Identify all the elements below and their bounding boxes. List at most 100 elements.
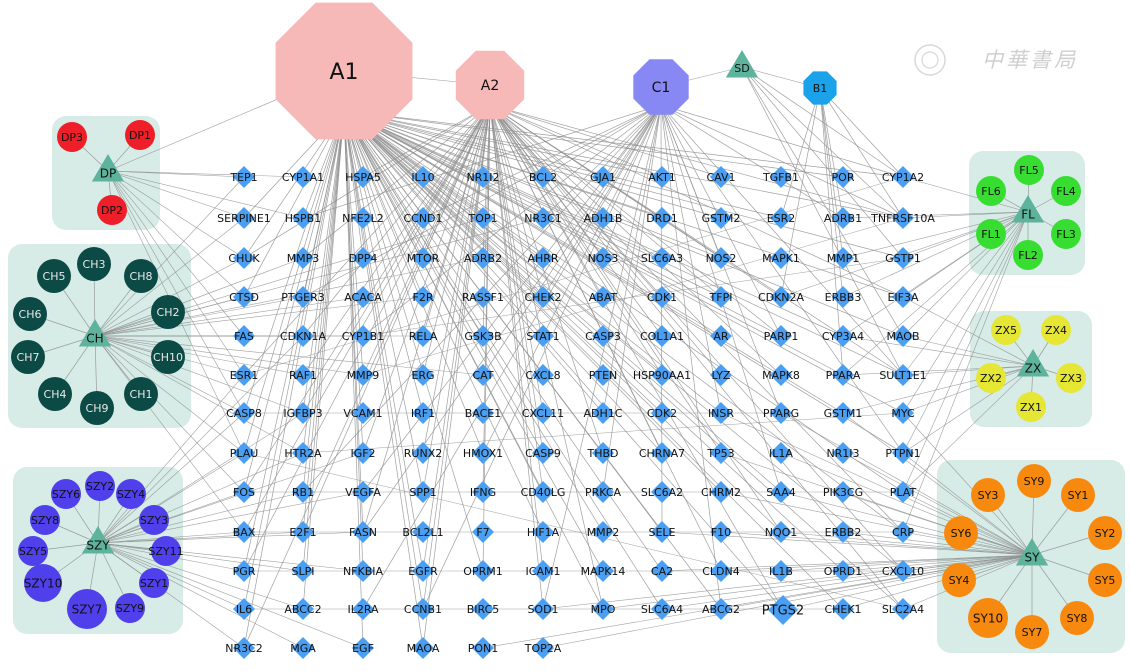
gene-node-nqo1[interactable]: NQO1 [765, 521, 798, 543]
gene-node-nr1i2[interactable]: NR1I2 [466, 166, 500, 188]
cluster-center-zx[interactable]: ZX [1016, 349, 1050, 377]
gene-node-f10[interactable]: F10 [710, 521, 732, 543]
gene-node-lyz[interactable]: LYZ [710, 364, 732, 386]
gene-node-nfkbia[interactable]: NFKBIA [343, 560, 384, 582]
gene-node-myc[interactable]: MYC [891, 402, 915, 424]
gene-node-mtor[interactable]: MTOR [407, 247, 440, 269]
cluster-member-sy6[interactable]: SY6 [944, 516, 978, 550]
cluster-member-zx2[interactable]: ZX2 [976, 363, 1006, 393]
gene-node-col1a1[interactable]: COL1A1 [640, 325, 684, 347]
gene-node-ccnb1[interactable]: CCNB1 [404, 598, 442, 620]
gene-node-bcl2[interactable]: BCL2 [529, 166, 557, 188]
gene-node-f7[interactable]: F7 [472, 521, 494, 543]
gene-node-cdkn2a[interactable]: CDKN2A [758, 286, 805, 308]
gene-node-gstp1[interactable]: GSTP1 [885, 247, 921, 269]
cluster-member-fl5[interactable]: FL5 [1014, 155, 1044, 185]
cluster-member-fl1[interactable]: FL1 [976, 219, 1006, 249]
gene-node-oprd1[interactable]: OPRD1 [824, 560, 862, 582]
gene-node-pparg[interactable]: PPARG [763, 402, 799, 424]
gene-node-hsp90aa1[interactable]: HSP90AA1 [633, 364, 691, 386]
gene-node-fasn[interactable]: FASN [349, 521, 377, 543]
gene-node-abat[interactable]: ABAT [589, 286, 618, 308]
cluster-member-sy9[interactable]: SY9 [1017, 464, 1051, 498]
gene-node-mapk1[interactable]: MAPK1 [762, 247, 800, 269]
gene-node-egfr[interactable]: EGFR [408, 560, 438, 582]
gene-node-maob[interactable]: MAOB [886, 325, 920, 347]
gene-node-acaca[interactable]: ACACA [344, 286, 382, 308]
gene-node-mmp9[interactable]: MMP9 [347, 364, 380, 386]
gene-node-erbb3[interactable]: ERBB3 [825, 286, 862, 308]
gene-node-cldn4[interactable]: CLDN4 [702, 560, 740, 582]
gene-node-raf1[interactable]: RAF1 [289, 364, 317, 386]
gene-node-mapk14[interactable]: MAPK14 [581, 560, 626, 582]
gene-node-tp53[interactable]: TP53 [706, 442, 735, 464]
cluster-center-fl[interactable]: FL [1011, 195, 1045, 223]
gene-node-cd40lg[interactable]: CD40LG [521, 481, 566, 503]
cluster-member-fl4[interactable]: FL4 [1051, 176, 1081, 206]
gene-node-eif3a[interactable]: EIF3A [887, 286, 919, 308]
cluster-member-szy4[interactable]: SZY4 [116, 479, 146, 509]
gene-node-tfpi[interactable]: TFPI [709, 286, 733, 308]
gene-node-ahrr[interactable]: AHRR [527, 247, 559, 269]
cluster-member-ch3[interactable]: CH3 [77, 247, 111, 281]
cluster-member-ch8[interactable]: CH8 [124, 259, 158, 293]
gene-node-sod1[interactable]: SOD1 [527, 598, 559, 620]
gene-node-drd1[interactable]: DRD1 [646, 207, 678, 229]
gene-node-esr1[interactable]: ESR1 [230, 364, 259, 386]
gene-node-ptgs2[interactable]: PTGS2 [762, 595, 804, 625]
gene-node-adh1b[interactable]: ADH1B [584, 207, 623, 229]
gene-node-runx2[interactable]: RUNX2 [404, 442, 442, 464]
gene-node-tep1[interactable]: TEP1 [229, 166, 258, 188]
gene-node-slc6a3[interactable]: SLC6A3 [641, 247, 683, 269]
gene-node-esr2[interactable]: ESR2 [767, 207, 796, 229]
gene-node-gsk3b[interactable]: GSK3B [464, 325, 502, 347]
gene-node-cdkn1a[interactable]: CDKN1A [280, 325, 327, 347]
gene-node-pon1[interactable]: PON1 [468, 637, 499, 659]
gene-node-rb1[interactable]: RB1 [292, 481, 314, 503]
gene-node-cav1[interactable]: CAV1 [706, 166, 736, 188]
gene-node-cyp1a1[interactable]: CYP1A1 [282, 166, 324, 188]
gene-node-chrna7[interactable]: CHRNA7 [639, 442, 685, 464]
gene-node-cyp3a4[interactable]: CYP3A4 [822, 325, 864, 347]
cluster-member-zx5[interactable]: ZX5 [991, 315, 1021, 345]
gene-node-ccnd1[interactable]: CCND1 [403, 207, 443, 229]
hub-node-a2[interactable]: A2 [455, 50, 525, 120]
cluster-member-sy2[interactable]: SY2 [1088, 516, 1122, 550]
gene-node-pten[interactable]: PTEN [589, 364, 618, 386]
gene-node-nr3c1[interactable]: NR3C1 [524, 207, 562, 229]
gene-node-fas[interactable]: FAS [233, 325, 255, 347]
gene-node-vcam1[interactable]: VCAM1 [343, 402, 383, 424]
cluster-member-szy11[interactable]: SZY11 [148, 536, 184, 566]
gene-node-parp1[interactable]: PARP1 [764, 325, 799, 347]
gene-node-slpi[interactable]: SLPI [292, 560, 315, 582]
cluster-member-sy5[interactable]: SY5 [1088, 563, 1122, 597]
cluster-member-szy9[interactable]: SZY9 [115, 593, 145, 623]
gene-node-il1a[interactable]: IL1A [769, 442, 793, 464]
cluster-center-szy[interactable]: SZY [81, 526, 115, 554]
gene-node-adrb1[interactable]: ADRB1 [824, 207, 862, 229]
gene-node-birc5[interactable]: BIRC5 [467, 598, 500, 620]
gene-node-serpine1[interactable]: SERPINE1 [217, 207, 271, 229]
cluster-member-fl3[interactable]: FL3 [1051, 219, 1081, 249]
gene-node-sele[interactable]: SELE [648, 521, 676, 543]
cluster-member-dp2[interactable]: DP2 [97, 195, 127, 225]
gene-node-igfbp3[interactable]: IGFBP3 [283, 402, 323, 424]
gene-node-ptger3[interactable]: PTGER3 [281, 286, 325, 308]
gene-node-bace1[interactable]: BACE1 [465, 402, 502, 424]
gene-node-tnfrsf10a[interactable]: TNFRSF10A [870, 207, 935, 229]
gene-node-mmp1[interactable]: MMP1 [827, 247, 860, 269]
cluster-member-szy2[interactable]: SZY2 [85, 471, 115, 501]
cluster-member-ch1[interactable]: CH1 [124, 377, 158, 411]
gene-node-cyp1b1[interactable]: CYP1B1 [342, 325, 384, 347]
gene-node-erg[interactable]: ERG [411, 364, 435, 386]
gene-node-e2f1[interactable]: E2F1 [289, 521, 317, 543]
cluster-member-sy4[interactable]: SY4 [942, 563, 976, 597]
gene-node-mpo[interactable]: MPO [591, 598, 616, 620]
cluster-member-ch7[interactable]: CH7 [11, 340, 45, 374]
cluster-member-szy10[interactable]: SZY10 [24, 564, 62, 602]
gene-node-dpp4[interactable]: DPP4 [349, 247, 378, 269]
gene-node-mmp2[interactable]: MMP2 [587, 521, 620, 543]
gene-node-cxcl10[interactable]: CXCL10 [882, 560, 924, 582]
cluster-center-sy[interactable]: SY [1015, 538, 1049, 566]
gene-node-nr3c2[interactable]: NR3C2 [225, 637, 263, 659]
